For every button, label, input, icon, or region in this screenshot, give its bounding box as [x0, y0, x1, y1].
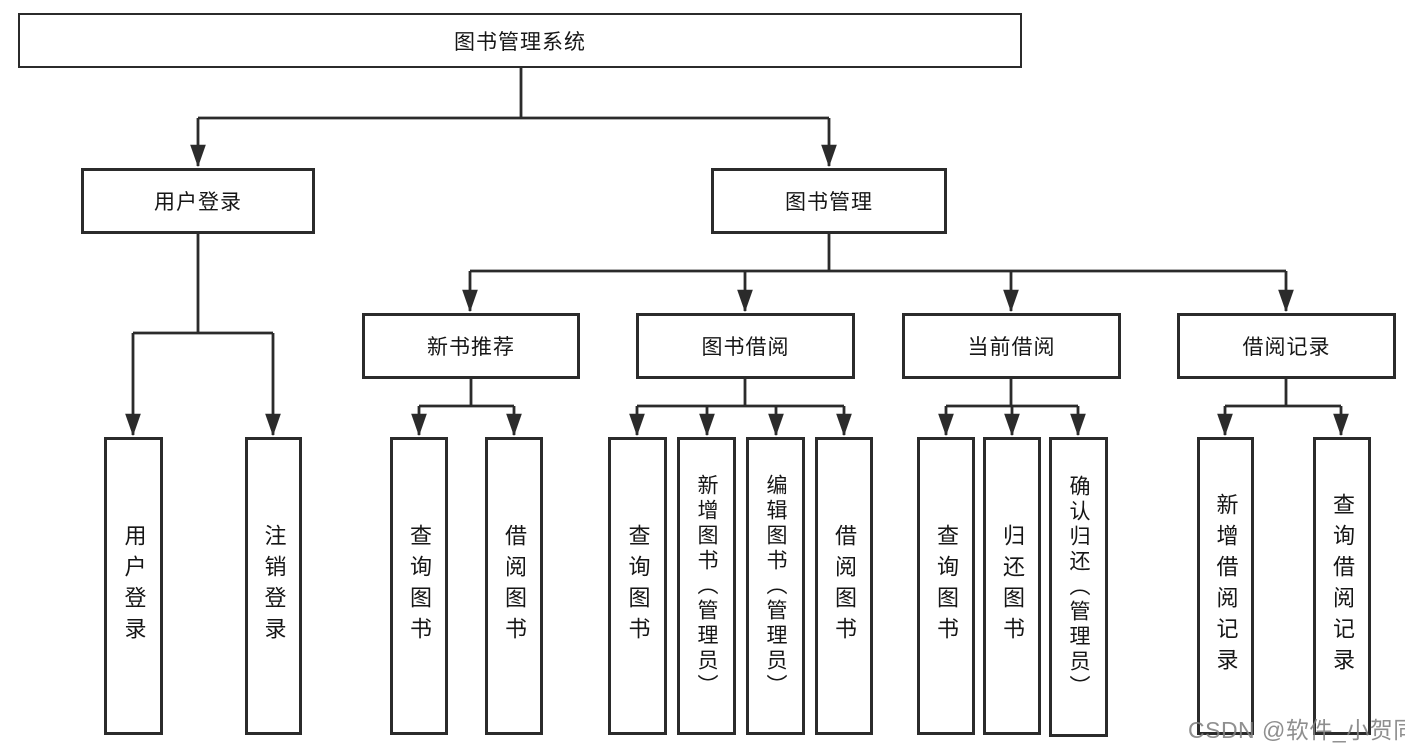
leaf-query-books-current: 查询图书 [917, 437, 975, 735]
connector-lines [125, 68, 1349, 437]
leaf-query-books-borrow: 查询图书 [608, 437, 667, 735]
leaf-user-login-label: 用户登录 [121, 524, 147, 648]
leaf-add-book-admin: 新增图书（管理员） [677, 437, 736, 735]
leaf-query-borrow-record-label: 查询借阅记录 [1330, 493, 1355, 679]
leaf-edit-book-admin: 编辑图书（管理员） [746, 437, 805, 735]
leaf-query-books-borrow-label: 查询图书 [625, 524, 651, 648]
connector-line [133, 234, 273, 335]
leaf-return-book-label: 归还图书 [1000, 524, 1025, 648]
leaf-confirm-return-admin-label: 确认归还（管理员） [1067, 474, 1090, 700]
leaf-query-books-current-label: 查询图书 [934, 524, 959, 648]
connector-line [419, 379, 514, 408]
leaf-logout: 注销登录 [245, 437, 302, 735]
node-borrow-records-label: 借阅记录 [1242, 336, 1331, 359]
node-root: 图书管理系统 [18, 13, 1022, 68]
leaf-borrow-books-recommend: 借阅图书 [485, 437, 543, 735]
leaf-add-book-admin-label: 新增图书（管理员） [695, 473, 718, 699]
node-user-login: 用户登录 [81, 168, 315, 234]
node-book-borrow: 图书借阅 [636, 313, 855, 379]
connector-line [637, 379, 844, 408]
node-book-borrow-label: 图书借阅 [701, 336, 790, 359]
leaf-logout-label: 注销登录 [261, 524, 287, 648]
connector-line [470, 234, 1286, 273]
connector-line [946, 379, 1078, 408]
watermark: CSDN @软件_小贺同学 [1188, 717, 1405, 743]
leaf-confirm-return-admin: 确认归还（管理员） [1049, 437, 1108, 737]
leaf-borrow-books-label: 借阅图书 [832, 524, 857, 648]
leaf-user-login: 用户登录 [104, 437, 163, 735]
node-book-management-label: 图书管理 [785, 191, 873, 214]
leaf-query-borrow-record: 查询借阅记录 [1313, 437, 1371, 735]
leaf-query-books-recommend: 查询图书 [390, 437, 448, 735]
leaf-add-borrow-record-label: 新增借阅记录 [1213, 493, 1239, 679]
node-borrow-records: 借阅记录 [1177, 313, 1396, 379]
node-current-borrow-label: 当前借阅 [967, 336, 1056, 359]
leaf-add-borrow-record: 新增借阅记录 [1197, 437, 1254, 735]
node-user-login-label: 用户登录 [154, 191, 242, 214]
leaf-query-books-recommend-label: 查询图书 [407, 524, 432, 648]
node-root-label: 图书管理系统 [454, 30, 586, 54]
node-book-management: 图书管理 [711, 168, 947, 234]
node-new-book-recommend-label: 新书推荐 [427, 336, 515, 359]
node-current-borrow: 当前借阅 [902, 313, 1121, 379]
node-new-book-recommend: 新书推荐 [362, 313, 580, 379]
connector-line [1225, 379, 1341, 408]
leaf-return-book: 归还图书 [983, 437, 1041, 735]
leaf-edit-book-admin-label: 编辑图书（管理员） [764, 473, 787, 699]
connector-line [198, 68, 829, 120]
leaf-borrow-books: 借阅图书 [815, 437, 873, 735]
leaf-borrow-books-recommend-label: 借阅图书 [502, 524, 527, 648]
